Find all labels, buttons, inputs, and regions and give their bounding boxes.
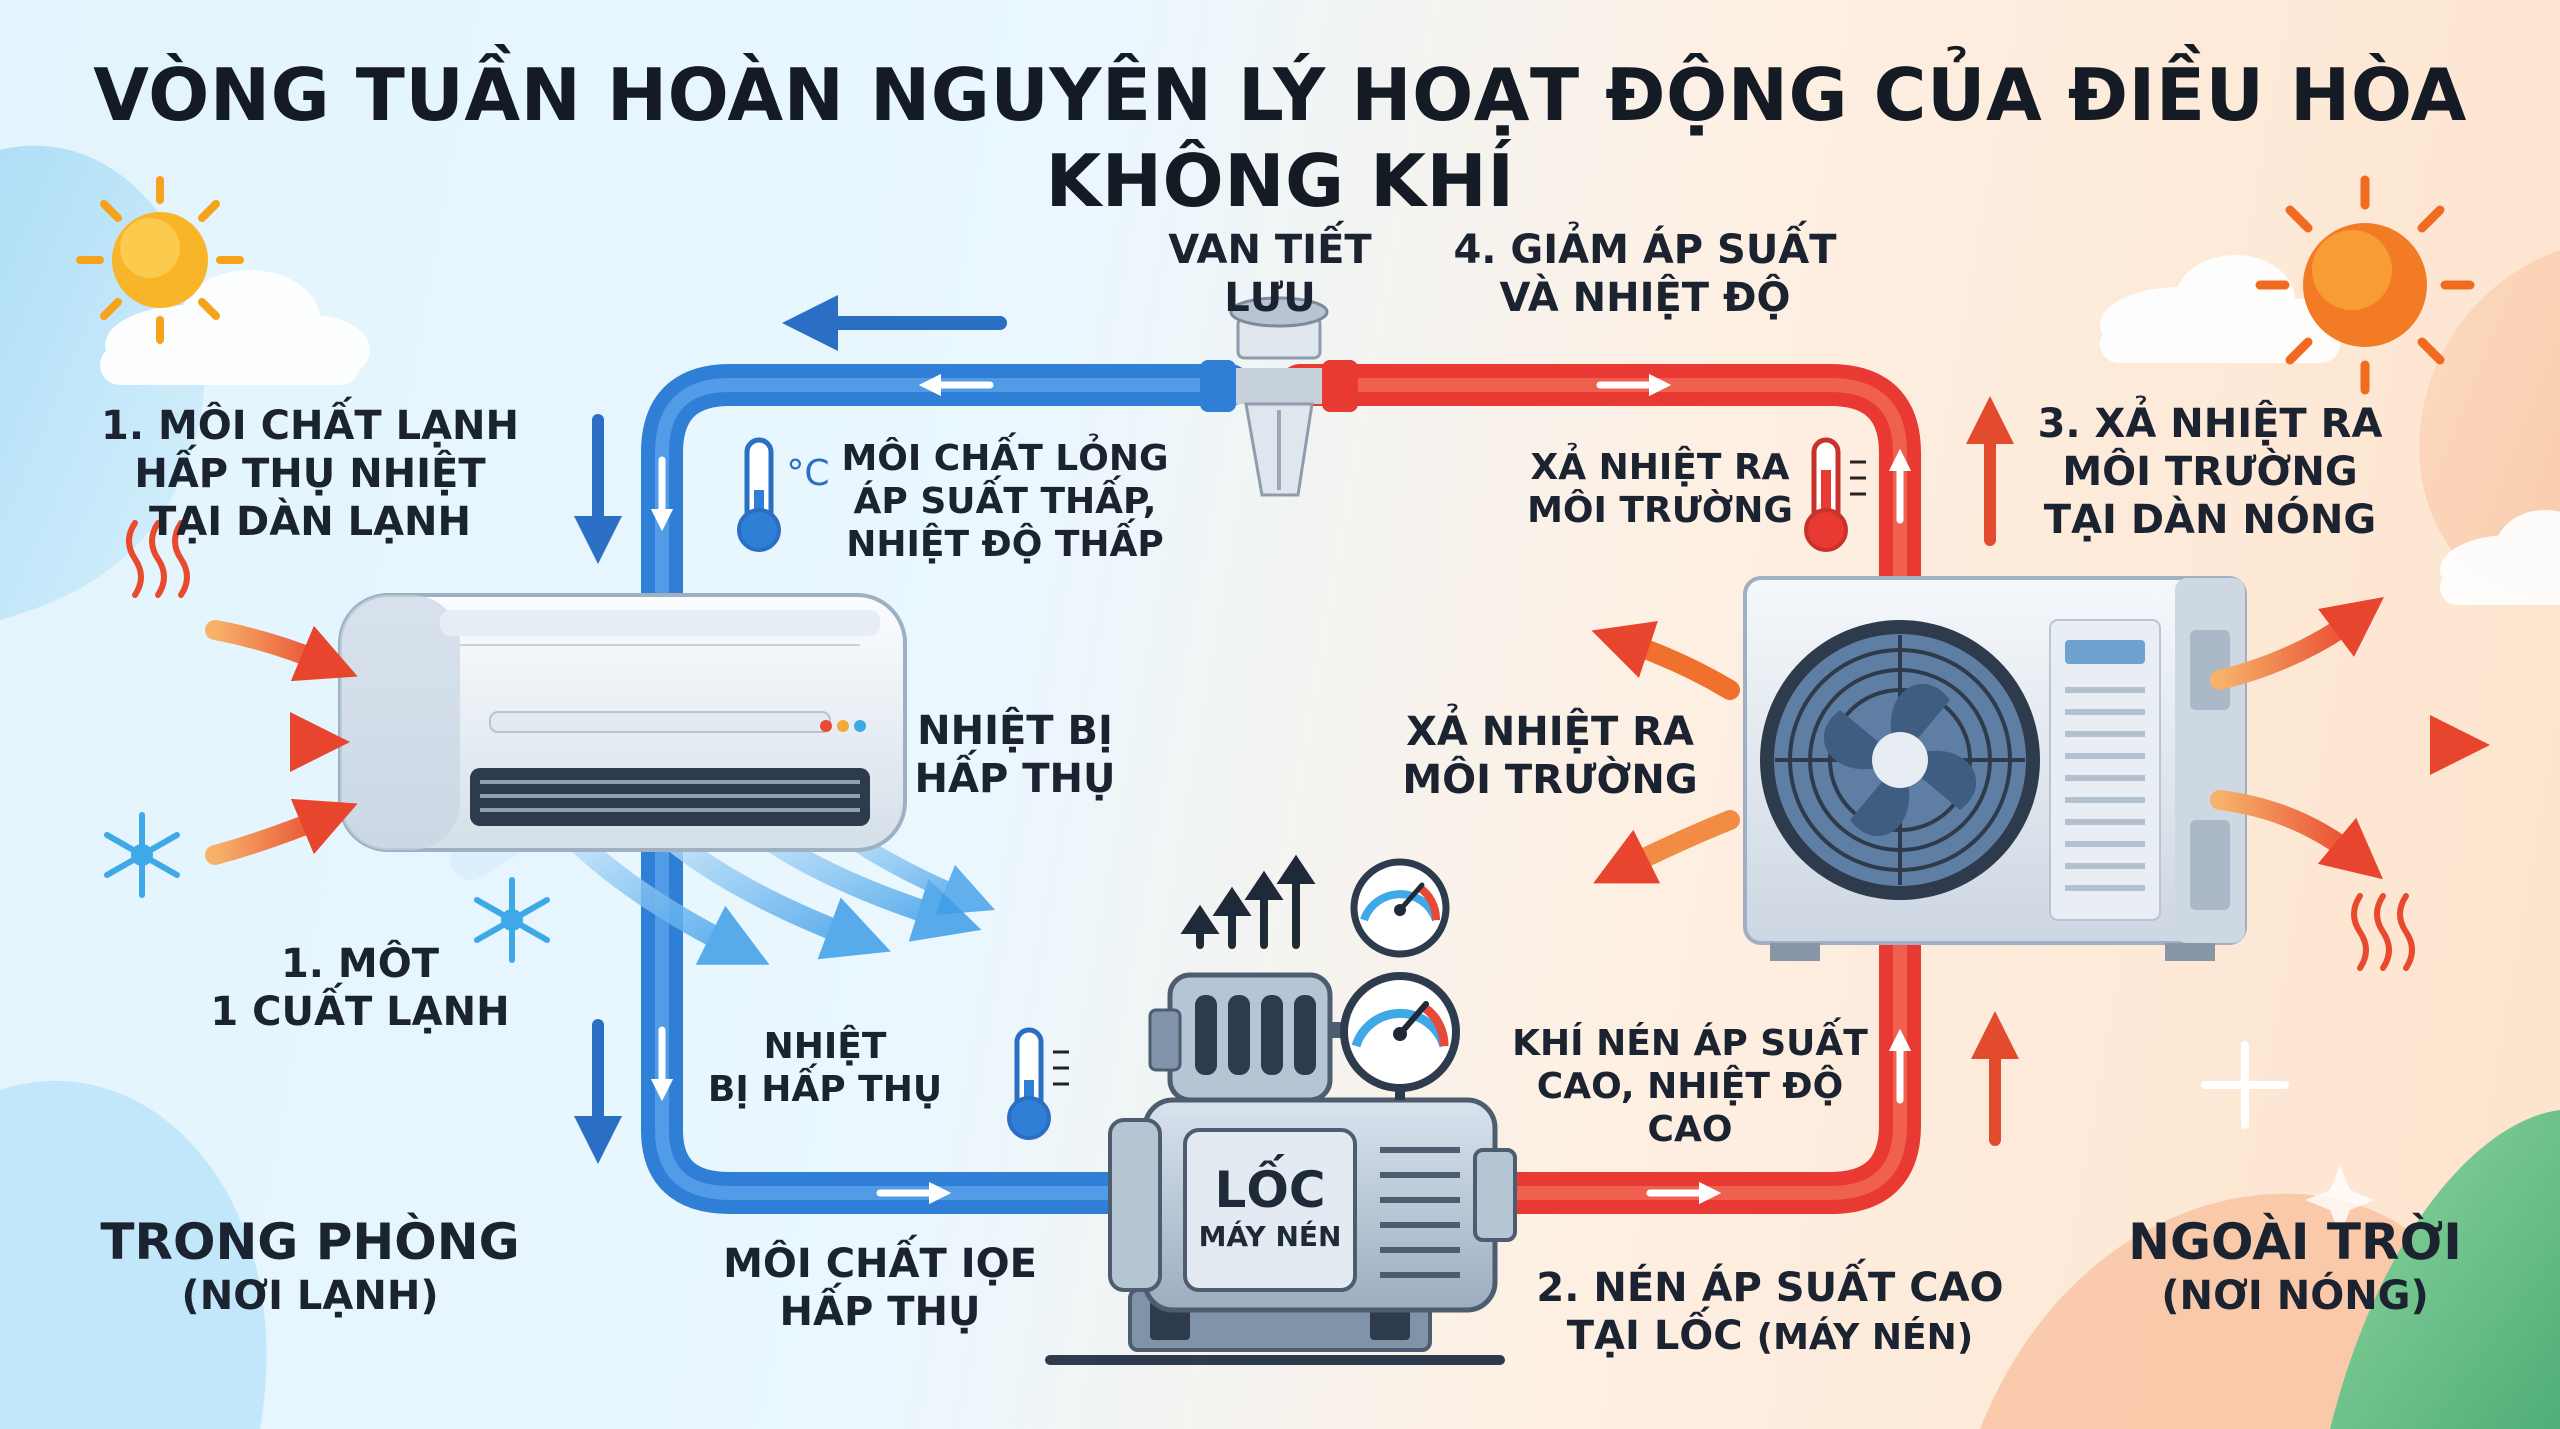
cloud-icon (2440, 510, 2560, 605)
release-heat-mid-label: XẢ NHIỆT RA MÔI TRƯỜNG (1390, 708, 1710, 804)
heat-absorbed-1-line1: NHIỆT BỊ (917, 708, 1113, 754)
compressed-line1: KHÍ NÉN ÁP SUẤT (1512, 1023, 1868, 1064)
indoor-unit (338, 593, 907, 852)
pressure-gauge-icon (1340, 972, 1460, 1100)
release-mid-line2: MÔI TRƯỜNG (1402, 757, 1698, 803)
step1-line3: TẠI DÀN LẠNH (148, 499, 471, 545)
heat-waves-icon (2351, 893, 2415, 971)
step1-label: 1. MÔI CHẤT LẠNH HẤP THỤ NHIỆT TẠI DÀN L… (90, 402, 530, 546)
refrigerant-absorbed-line1: MÔI CHẤT IỌE (723, 1241, 1037, 1287)
valve-label: VAN TIẾT LƯU (1168, 227, 1372, 321)
pressure-gauge-icon (1350, 858, 1450, 958)
sparkle-icon (2201, 1041, 2289, 1129)
direction-arrows (574, 295, 2019, 1164)
thermometer-icon (1007, 1027, 1069, 1140)
step3-line1: 3. XẢ NHIỆT RA (2037, 401, 2383, 447)
flow-arrows (650, 373, 1912, 1205)
snowflake-icon (474, 877, 550, 963)
indoor-zone-label: TRONG PHÒNG (NƠI LẠNH) (80, 1212, 540, 1320)
snowflake-icon (104, 812, 180, 898)
release-top-line1: XẢ NHIỆT RA (1530, 447, 1790, 488)
warm-air-in (130, 620, 358, 865)
heat-absorbed-label-2: NHIỆT BỊ HẤP THỤ (700, 1025, 950, 1111)
heat-absorbed-label-1: NHIỆT BỊ HẤP THỤ (900, 707, 1130, 803)
refrigerant-absorbed-label: MÔI CHẤT IỌE HẤP THỤ (700, 1240, 1060, 1336)
step4-line2: VÀ NHIỆT ĐỘ (1499, 275, 1791, 321)
outdoor-zone-line1: NGOÀI TRỜI (2128, 1213, 2462, 1271)
step3-label: 3. XẢ NHIỆT RA MÔI TRƯỜNG TẠI DÀN NÓNG (2000, 400, 2420, 544)
hot-air-out (1591, 597, 2490, 884)
outdoor-unit (1743, 576, 2247, 961)
heat-absorbed-2-line1: NHIỆT (763, 1026, 887, 1067)
thermometer-unit: °C (786, 453, 830, 494)
liquid-refrigerant-label: MÔI CHẤT LỎNG ÁP SUẤT THẤP, NHIỆT ĐỘ THẤ… (830, 437, 1180, 567)
thermometer-icon (1804, 437, 1866, 552)
cloud-icon (100, 270, 370, 385)
thermometer-icon (737, 437, 781, 552)
liquid-line2: ÁP SUẤT THẤP, (853, 481, 1157, 523)
outdoor-zone-line2: (NƠI NÓNG) (2161, 1273, 2429, 1319)
compressor-line2: MÁY NÉN (1198, 1220, 1342, 1253)
expansion-valve (1200, 296, 1358, 497)
release-top-line2: MÔI TRƯỜNG (1527, 490, 1793, 532)
step2-line2: TẠI LỐC (1566, 1313, 1743, 1359)
compressor-unit (1045, 972, 1517, 1365)
sparkle-icon (2305, 1165, 2375, 1235)
step1-repeat-line1: 1. MÔT (280, 941, 440, 987)
step2-line2-suffix: (MÁY NÉN) (1756, 1317, 1974, 1358)
step1-line1: 1. MÔI CHẤT LẠNH (101, 403, 519, 449)
compressed-gas-label: KHÍ NÉN ÁP SUẤT CAO, NHIỆT ĐỘ CAO (1490, 1022, 1890, 1152)
compressed-line2: CAO, NHIỆT ĐỘ CAO (1536, 1066, 1844, 1151)
liquid-line1: MÔI CHẤT LỎNG (841, 438, 1169, 479)
heat-absorbed-1-line2: HẤP THỤ (914, 756, 1116, 802)
heat-waves-icon (126, 520, 190, 598)
step1-line2: HẤP THỤ NHIỆT (134, 451, 486, 497)
heat-absorbed-2-line2: BỊ HẤP THỤ (707, 1069, 943, 1111)
step1-repeat-line2: 1 CUẤT LẠNH (210, 989, 510, 1035)
step4-label: 4. GIẢM ÁP SUẤT VÀ NHIỆT ĐỘ (1445, 226, 1845, 322)
step2-label: 2. NÉN ÁP SUẤT CAO TẠI LỐC (MÁY NÉN) (1500, 1264, 2040, 1360)
compressor-line1: LỐC (1214, 1161, 1326, 1219)
step3-line2: MÔI TRƯỜNG (2062, 449, 2358, 495)
outdoor-zone-label: NGOÀI TRỜI (NƠI NÓNG) (2065, 1212, 2525, 1320)
step3-line3: TẠI DÀN NÓNG (2043, 497, 2377, 543)
step2-line1: 2. NÉN ÁP SUẤT CAO (1536, 1265, 2004, 1311)
pressure-up-icon (1180, 854, 1316, 949)
compressor-label: LỐC MÁY NÉN (1185, 1160, 1355, 1254)
fan-icon (1760, 620, 2040, 900)
liquid-line3: NHIỆT ĐỘ THẤP (846, 524, 1164, 566)
sun-icon (2255, 175, 2475, 395)
sun-icon (76, 176, 244, 344)
indoor-zone-line1: TRONG PHÒNG (100, 1213, 520, 1271)
indoor-zone-line2: (NƠI LẠNH) (181, 1273, 439, 1319)
refrigerant-absorbed-line2: HẤP THỤ (779, 1289, 981, 1335)
step4-line1: 4. GIẢM ÁP SUẤT (1453, 227, 1837, 273)
step1-repeat-label: 1. MÔT 1 CUẤT LẠNH (190, 940, 530, 1036)
release-heat-top-label: XẢ NHIỆT RA MÔI TRƯỜNG (1490, 446, 1830, 532)
release-mid-line1: XẢ NHIỆT RA (1406, 709, 1694, 755)
background-decor (0, 145, 2560, 1429)
diagram-title: VÒNG TUẦN HOÀN NGUYÊN LÝ HOẠT ĐỘNG CỦA Đ… (93, 53, 2467, 224)
step2-line2-wrap: TẠI LỐC (MÁY NÉN) (1500, 1312, 2040, 1360)
